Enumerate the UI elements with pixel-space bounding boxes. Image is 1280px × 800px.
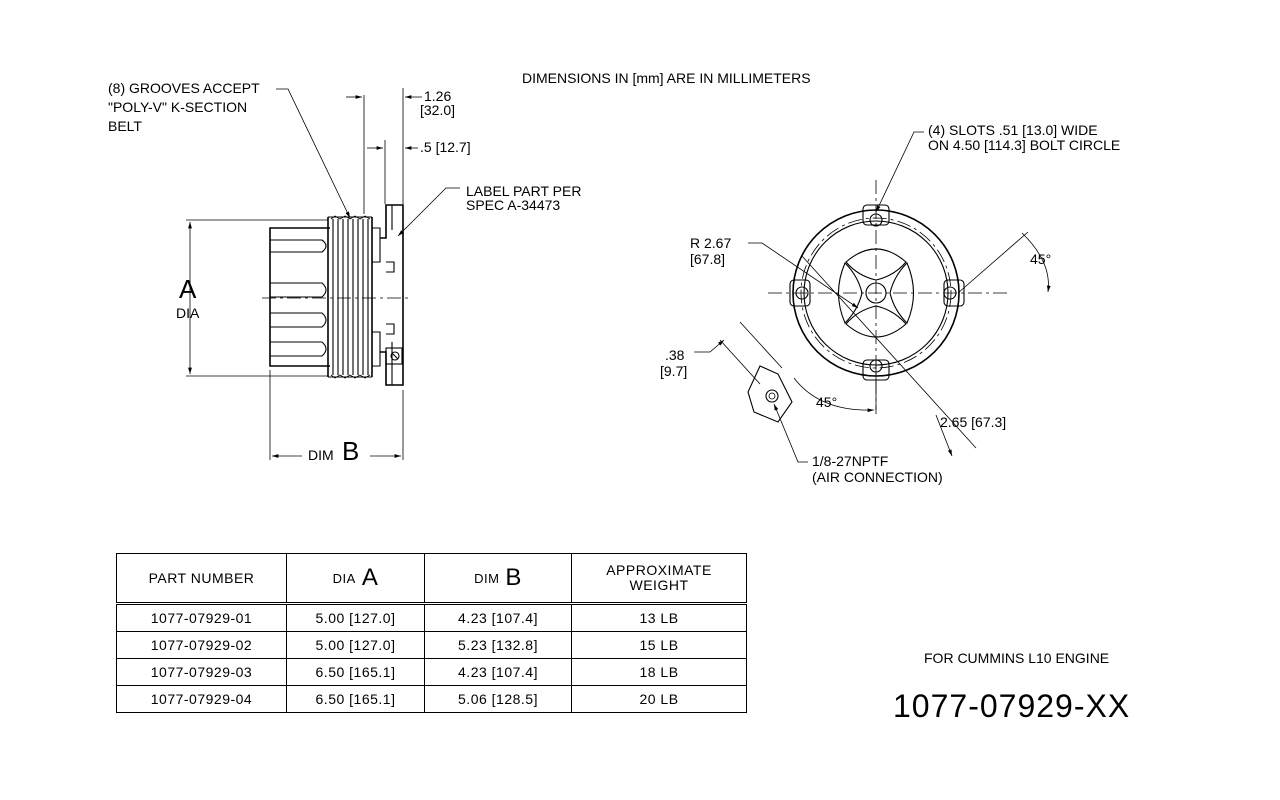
slots-note-line2: ON 4.50 [114.3] BOLT CIRCLE — [928, 137, 1120, 153]
dim-126-label: 1.26 — [424, 88, 451, 104]
dimb-word-label: DIM — [308, 447, 334, 463]
cell-weight: 13 LB — [571, 603, 747, 632]
slots-note-line1: (4) SLOTS .51 [13.0] WIDE — [928, 122, 1098, 138]
table-row: 1077-07929-04 6.50 [165.1] 5.06 [128.5] … — [116, 685, 747, 713]
dia-a-letter: A — [179, 274, 197, 304]
cell-weight: 18 LB — [571, 658, 747, 686]
cell-dia: 6.50 [165.1] — [286, 685, 425, 713]
dim-038-label: .38 — [665, 347, 685, 363]
air-connection-line2: (AIR CONNECTION) — [812, 469, 943, 485]
dim-97-label: [9.7] — [660, 363, 687, 379]
header-dia: DIA A — [286, 553, 425, 604]
cell-dim: 5.06 [128.5] — [424, 685, 572, 713]
radius-label-line1: R 2.67 — [690, 235, 731, 251]
dia-word-label: DIA — [176, 305, 200, 321]
grooves-note-line3: BELT — [108, 118, 142, 134]
header-weight-line2: WEIGHT — [629, 577, 689, 593]
cell-weight: 15 LB — [571, 631, 747, 659]
header-part-number: PART NUMBER — [116, 553, 287, 604]
part-number-title: 1077-07929-XX — [893, 688, 1130, 724]
cell-dim: 5.23 [132.8] — [424, 631, 572, 659]
table-row: 1077-07929-02 5.00 [127.0] 5.23 [132.8] … — [116, 631, 747, 659]
table-row: 1077-07929-03 6.50 [165.1] 4.23 [107.4] … — [116, 658, 747, 686]
label-note-line2: SPEC A-34473 — [466, 197, 560, 213]
dimensions-note: DIMENSIONS IN [mm] ARE IN MILLIMETERS — [522, 70, 811, 86]
table-row: 1077-07929-01 5.00 [127.0] 4.23 [107.4] … — [116, 603, 747, 632]
cell-dia: 5.00 [127.0] — [286, 631, 425, 659]
grooves-note-line1: (8) GROOVES ACCEPT — [108, 80, 260, 96]
dim-265-label: 2.65 [67.3] — [940, 414, 1006, 430]
label-note-line1: LABEL PART PER — [466, 183, 581, 199]
cell-dim: 4.23 [107.4] — [424, 658, 572, 686]
cell-weight: 20 LB — [571, 685, 747, 713]
grooves-note-line2: "POLY-V" K-SECTION — [108, 99, 247, 115]
cell-part: 1077-07929-03 — [116, 658, 287, 686]
header-dim-letter: B — [505, 564, 522, 591]
header-dia-word: DIA — [332, 571, 356, 586]
header-dim: DIM B — [424, 553, 572, 604]
header-dia-letter: A — [361, 564, 379, 591]
dim-320-label: [32.0] — [420, 102, 455, 118]
side-view — [186, 88, 460, 460]
air-connection-line1: 1/8-27NPTF — [812, 453, 888, 469]
header-dim-word: DIM — [474, 571, 500, 586]
header-weight-line1: APPROXIMATE — [606, 562, 712, 578]
engine-note: FOR CUMMINS L10 ENGINE — [924, 650, 1109, 666]
front-view — [694, 131, 1051, 463]
cell-part: 1077-07929-02 — [116, 631, 287, 659]
cell-part: 1077-07929-04 — [116, 685, 287, 713]
dimb-letter: B — [342, 436, 359, 466]
cell-dia: 5.00 [127.0] — [286, 603, 425, 632]
angle-45-right-label: 45° — [1030, 251, 1051, 267]
cell-dim: 4.23 [107.4] — [424, 603, 572, 632]
angle-45-bottom-label: 45° — [816, 394, 837, 410]
cell-dia: 6.50 [165.1] — [286, 658, 425, 686]
radius-label-line2: [67.8] — [690, 251, 725, 267]
dim-05-label: .5 [12.7] — [420, 139, 471, 155]
cell-part: 1077-07929-01 — [116, 603, 287, 632]
